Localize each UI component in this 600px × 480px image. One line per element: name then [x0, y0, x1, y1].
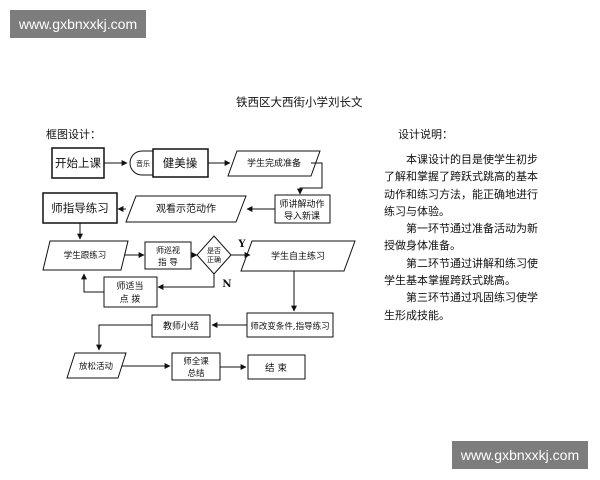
relax-text: 放松活动 [79, 361, 114, 372]
flowchart-label: 框图设计： [46, 128, 101, 141]
prep-parallelogram [227, 150, 321, 177]
watch-text: 观看示范动作 [156, 202, 216, 215]
no-label: N [222, 279, 231, 290]
student-practice-parallelogram [42, 240, 129, 271]
final-summary-text-1: 师全课 [183, 356, 209, 367]
summary-text: 教师小结 [163, 320, 199, 332]
document-title: 铁西区大西街小学刘长文 [236, 95, 363, 109]
music-delay-shape [129, 150, 153, 176]
description-label: 设计说明： [398, 128, 453, 141]
music-text: 音乐 [136, 159, 150, 168]
self-practice-parallelogram [240, 240, 356, 272]
description-paragraph-4: 第三环节通过巩固练习使学生形成技能。 [384, 291, 538, 322]
end-text: 结 束 [265, 362, 288, 374]
yes-label: Y [237, 239, 246, 250]
final-summary-text-2: 总结 [187, 368, 204, 379]
judge-text-1: 是否 [207, 247, 221, 255]
judge-diamond [196, 235, 232, 275]
description-paragraph-2: 第一环节通过准备活动为新授做身体准备。 [384, 222, 538, 253]
explain-text-1: 师讲解动作 [279, 198, 324, 210]
description-paragraph-3: 第二环节通过讲解和练习使学生基本掌握跨跃式跳高。 [384, 256, 538, 288]
description-paragraph-1: 本课设计的目是使学生初步了解和掌握了跨跃式跳高的基本动作和练习方法，能正确地进行… [384, 153, 538, 218]
design-description: 本课设计的目是使学生初步了解和掌握了跨跃式跳高的基本动作和练习方法，能正确地进行… [384, 151, 544, 324]
relax-parallelogram [66, 352, 127, 379]
tour-text-2: 指 导 [158, 257, 178, 268]
end-box [247, 354, 306, 380]
watermark-bottom: www.gxbnxxkj.com [452, 441, 588, 469]
explain-text-2: 导入新课 [284, 210, 320, 222]
point-text-1: 师适当 [116, 280, 143, 292]
summary-box [151, 314, 211, 338]
watermark-top: www.gxbnxxkj.com [10, 10, 146, 38]
self-practice-text: 学生自主练习 [271, 250, 325, 262]
aerobics-text: 健美操 [163, 156, 198, 170]
tour-text-1: 师巡视 [156, 245, 180, 255]
guide-practice-text: 师指导练习 [51, 201, 109, 215]
start-text: 开始上课 [55, 156, 101, 170]
prep-text: 学生完成准备 [247, 157, 301, 169]
watch-parallelogram [125, 195, 247, 223]
change-text: 师改变条件,指导练习 [250, 321, 329, 332]
point-text-2: 点 拨 [120, 293, 141, 305]
student-practice-text: 学生跟练习 [64, 250, 107, 261]
judge-text-2: 正确 [207, 255, 221, 264]
